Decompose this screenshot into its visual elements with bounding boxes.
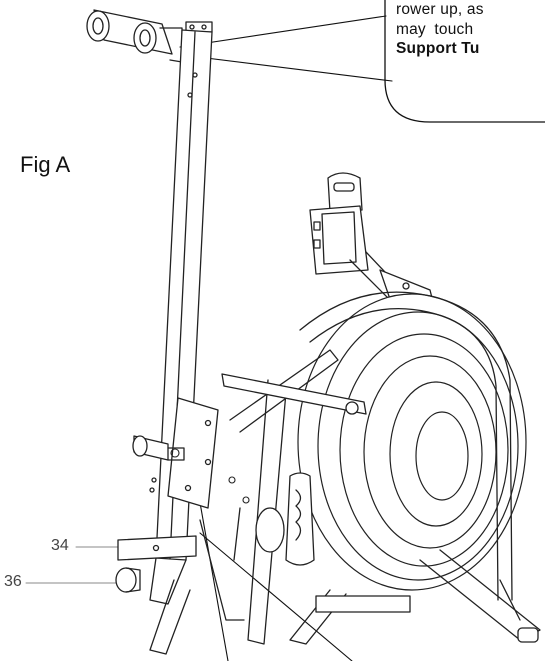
callout-line-2: may touch bbox=[396, 20, 474, 38]
bottom-leader-lines bbox=[195, 479, 353, 661]
rear-legs bbox=[289, 549, 541, 645]
callout-leader-lines bbox=[179, 15, 393, 82]
callout-text: rower up, as may touch Support Tu bbox=[396, 0, 545, 59]
roller-assembly bbox=[86, 9, 183, 63]
mid-bracket bbox=[132, 397, 219, 509]
part-number-34: 34 bbox=[51, 537, 69, 554]
damper-unit bbox=[255, 472, 315, 566]
water-tank bbox=[297, 293, 527, 591]
callout-line-3: Support Tu bbox=[396, 40, 480, 57]
front-legs bbox=[149, 507, 245, 655]
figure-label: Fig A bbox=[20, 152, 71, 177]
part-leaders bbox=[25, 546, 123, 584]
callout-line-1: rower up, as bbox=[396, 1, 484, 18]
handlebar bbox=[221, 373, 367, 415]
callout-bubble bbox=[384, 0, 545, 123]
lower-bracket bbox=[115, 535, 197, 593]
bolts bbox=[170, 448, 250, 504]
part-number-36: 36 bbox=[4, 573, 22, 590]
